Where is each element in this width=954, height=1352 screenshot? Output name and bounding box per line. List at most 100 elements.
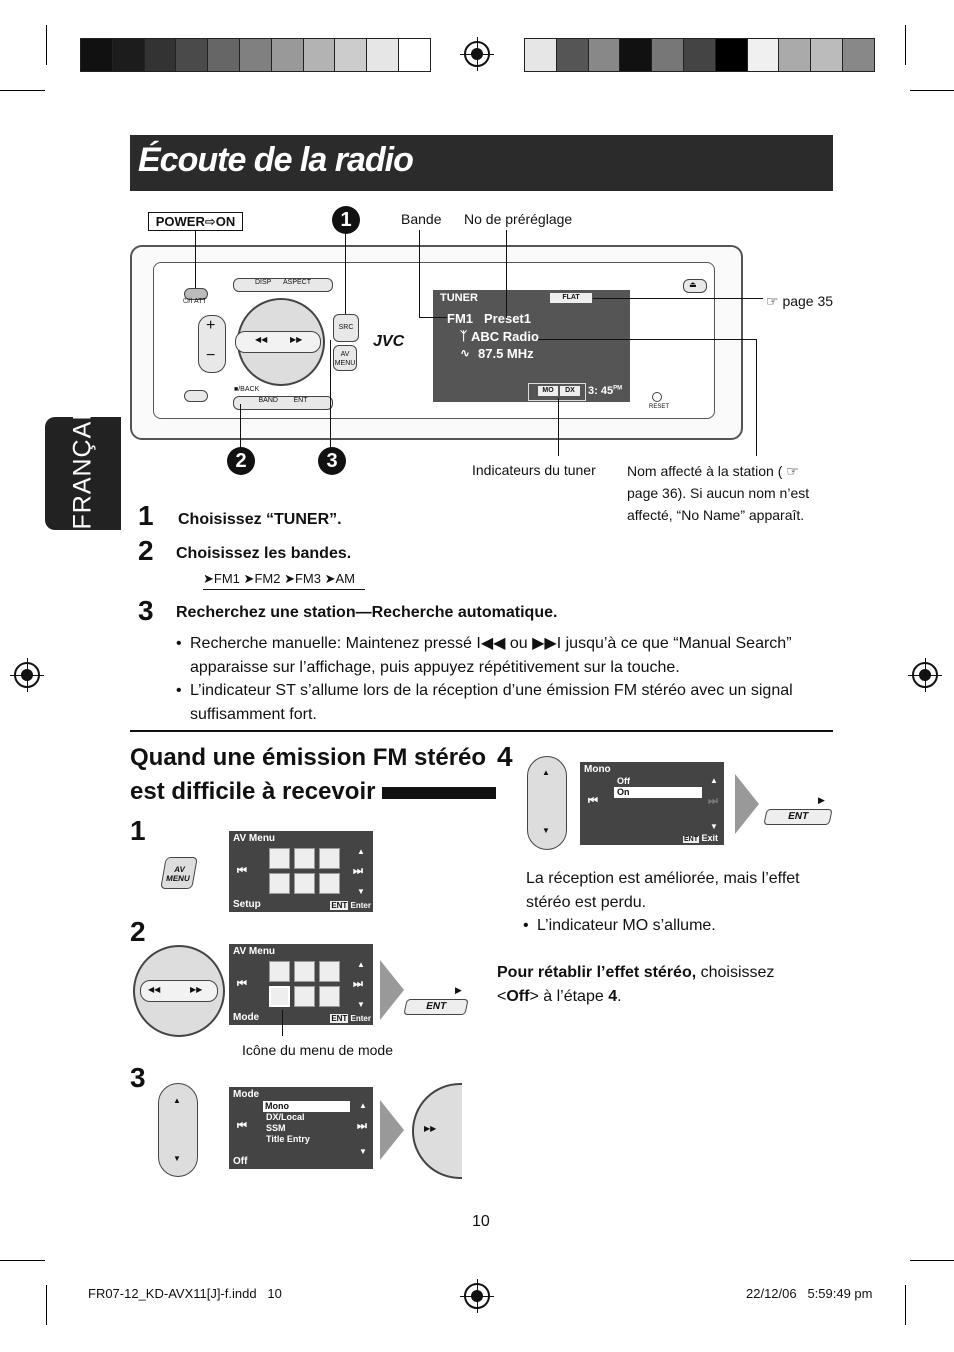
step-number-1: 1: [138, 500, 154, 531]
power-att-button[interactable]: [184, 288, 208, 300]
menu-item: DX/Local: [266, 1112, 305, 1122]
ent-key[interactable]: ENT: [763, 809, 833, 825]
page-title-bar: Écoute de la radio: [130, 135, 833, 191]
color-swatch: [587, 38, 621, 72]
down-icon: ▼: [173, 1154, 181, 1163]
language-label: FRANÇAIS: [68, 395, 97, 530]
seek-forward-icon: ▶▶: [290, 335, 303, 344]
next-icon: ⏭: [353, 978, 363, 990]
step-1-text: Choisissez “TUNER”.: [178, 511, 342, 528]
lcd-flat-indicator: FLAT: [550, 293, 592, 303]
seek-bar-small[interactable]: [140, 980, 218, 1002]
up-icon: ▲: [359, 1101, 367, 1110]
src-button[interactable]: SRC: [333, 314, 359, 342]
av-menu-button[interactable]: AV MENU: [333, 345, 357, 371]
list-icon: [294, 986, 315, 1007]
next-icon: ⏭: [353, 865, 363, 877]
bullet-manual-search: Recherche manuelle: Maintenez pressé I◀◀…: [176, 632, 830, 680]
mode-icon-caption: Icône du menu de mode: [242, 1042, 393, 1058]
menu-item-selected: Mono: [263, 1101, 350, 1112]
registration-mark-icon: [908, 658, 942, 692]
att-label: ⏻/I ATT: [183, 298, 207, 305]
down-icon: ▼: [359, 1147, 367, 1156]
crop-mark: [910, 90, 954, 91]
registration-mark-icon: [10, 658, 44, 692]
antenna-icon: ᛉ: [460, 329, 468, 343]
down-icon: ▼: [357, 1000, 365, 1009]
result-bullet: L’indicateur MO s’allume.: [523, 914, 716, 938]
color-swatch: [80, 38, 113, 72]
mode-icon: [269, 873, 290, 894]
seek-bar[interactable]: [235, 331, 321, 353]
option-on-selected: On: [614, 787, 702, 798]
power-on-label: POWER⇨ON: [148, 212, 243, 231]
label-bande: Bande: [401, 211, 442, 227]
leader-line: [282, 1010, 283, 1036]
reset-button[interactable]: [652, 392, 662, 402]
ent-key[interactable]: ENT: [403, 999, 469, 1015]
next-arrow-icon: [735, 774, 759, 834]
crop-mark: [46, 1285, 47, 1325]
volume-down-icon: −: [206, 347, 216, 364]
jvc-logo: JVC: [373, 333, 405, 350]
side-knob[interactable]: [158, 1083, 198, 1177]
color-swatch: [111, 38, 145, 72]
lcd-dx-indicator: DX: [560, 386, 580, 396]
lcd-frequency: 87.5 MHz: [478, 346, 534, 361]
equalizer-icon: [294, 848, 315, 869]
screen-av-menu-setup: AV Menu Setup ⏮ ⏭ ▲ ▼ ENT Enter: [229, 831, 373, 912]
crop-mark: [905, 1285, 906, 1325]
press-arrow-icon: ▶: [818, 795, 825, 805]
enter-hint: ENT Enter: [330, 901, 371, 910]
disp-aspect-button[interactable]: DISP ASPECT: [233, 278, 333, 292]
enter-hint: ENT Enter: [330, 1014, 371, 1023]
side-knob[interactable]: [527, 756, 567, 850]
volume-up-icon: +: [206, 317, 216, 334]
eject-button[interactable]: [184, 390, 208, 402]
band-ent-button[interactable]: BAND ENT: [233, 396, 333, 410]
leader-line: [593, 298, 763, 299]
ent-label: ENT: [293, 397, 308, 404]
bluetooth-icon: [319, 986, 340, 1007]
band-label: BAND: [258, 397, 278, 404]
prev-icon: ⏮: [237, 1120, 247, 1132]
language-tab: FRANÇAIS: [45, 395, 121, 530]
section2-title: Quand une émission FM stéréo est diffici…: [130, 741, 497, 809]
option-off: Off: [617, 776, 630, 786]
next-icon: ⏭: [708, 795, 718, 807]
color-swatch: [366, 38, 400, 72]
sub-step-4: 4: [497, 741, 513, 772]
color-swatch: [746, 38, 780, 72]
step-number-2: 2: [138, 535, 154, 566]
next-arrow-icon: [380, 1100, 404, 1160]
av-menu-key[interactable]: AV MENU: [160, 857, 198, 889]
volume-rocker[interactable]: [198, 315, 226, 373]
step-number-3: 3: [138, 595, 154, 626]
down-icon: ▼: [357, 887, 365, 896]
arrow-icon: ➤: [203, 571, 214, 586]
src-label: SRC: [338, 324, 354, 331]
color-swatch: [778, 38, 812, 72]
prev-icon: ⏮: [588, 795, 598, 807]
callout-3: 3: [318, 447, 346, 475]
crop-mark: [905, 25, 906, 65]
up-icon: ▲: [710, 776, 718, 785]
color-swatch: [619, 38, 653, 72]
callout-1: 1: [332, 206, 360, 234]
leader-line: [756, 339, 757, 456]
lcd-clock: 3: 45PM: [588, 385, 623, 397]
page-number: 10: [472, 1213, 490, 1230]
band-sequence: ➤FM1 ➤FM2 ➤FM3 ➤AM: [203, 571, 355, 586]
prev-icon: ⏮: [237, 865, 247, 877]
leader-line: [195, 230, 196, 288]
av-menu-label: AV MENU: [334, 351, 356, 367]
leader-line: [419, 230, 420, 318]
mode-icon: [269, 986, 290, 1007]
title-bar-accent: [382, 786, 497, 799]
crop-mark: [910, 1260, 954, 1261]
indicator-frame: [528, 383, 586, 401]
down-icon: ▼: [542, 826, 550, 835]
registration-mark-icon: [460, 37, 494, 71]
detach-button[interactable]: [683, 279, 707, 293]
step-3-text: Recherchez une station—Recherche automat…: [176, 604, 558, 621]
